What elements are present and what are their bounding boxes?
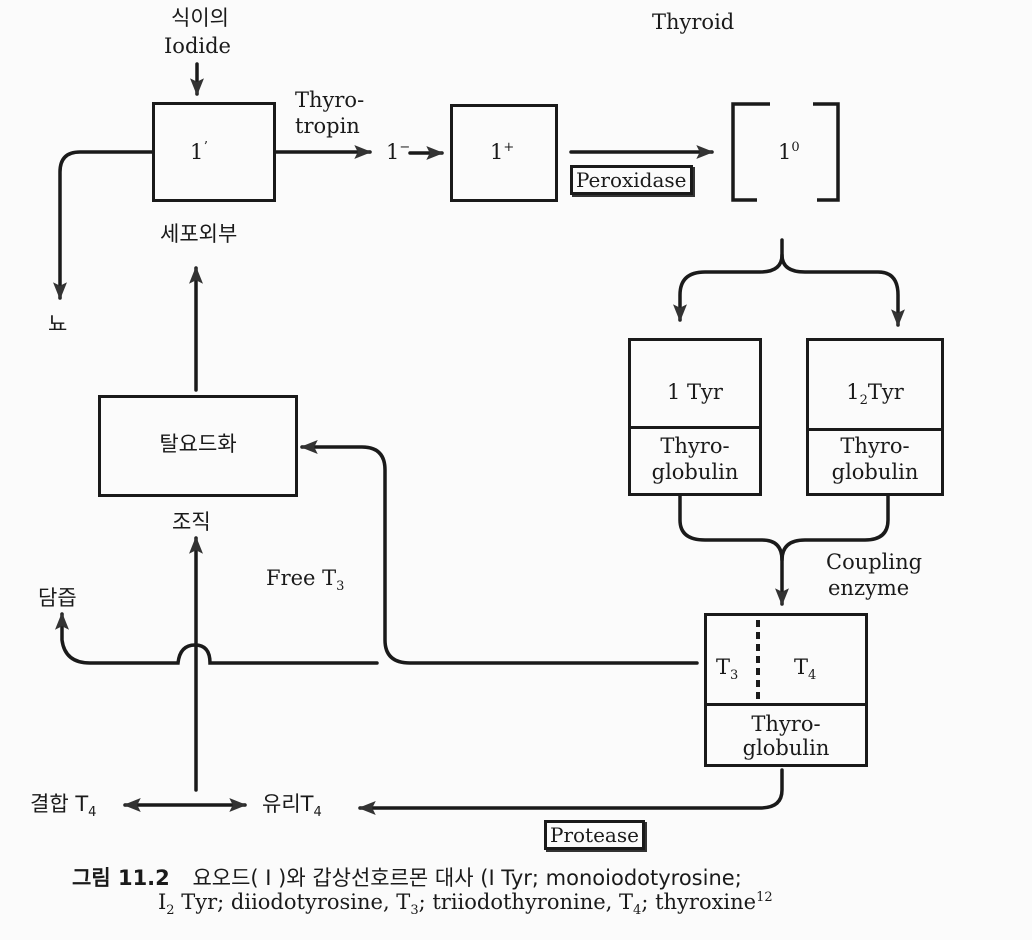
iodinium-label: 1+ (490, 140, 515, 164)
bile-label: 담즙 (38, 586, 77, 610)
arrow-split-mit (673, 238, 784, 322)
iodine-label: 10 (778, 140, 800, 164)
bound-t4-label: 결합 T4 (30, 792, 97, 821)
arrow-coupling-mit (678, 493, 784, 562)
dit-thyroglobulin-line2: globulin (831, 460, 919, 484)
dietary-iodide-label: 식이의 (160, 6, 240, 30)
t4-label: T4 (794, 655, 817, 684)
dit-thyroglobulin-line1: Thyro- (840, 434, 910, 458)
t3t4-thyroglobulin-line2: globulin (742, 736, 830, 760)
dietary-iodide-english: Iodide (164, 34, 231, 58)
dit-label: 12Tyr (846, 380, 904, 409)
thyrotropin-line1: Thyro- (295, 88, 365, 112)
bracket-right (813, 102, 840, 202)
protease-tag: Protease (544, 820, 645, 850)
free-t4-label: 유리T4 (262, 792, 322, 821)
mit-box (628, 338, 762, 496)
extracellular-caption: 세포외부 (160, 222, 238, 246)
thyroid-region-label: Thyroid (652, 10, 735, 34)
peroxidase-tag: Peroxidase (570, 165, 693, 195)
urine-label: 뇨 (48, 312, 68, 336)
mit-thyroglobulin-line1: Thyro- (660, 434, 730, 458)
t3-t4-divider-horizontal (704, 703, 868, 706)
t3-t4-thyroglobulin-box (704, 613, 868, 767)
figure-caption-line1: 그림 11.2 요오드( I )와 갑상선호르몬 대사 (I Tyr; mono… (72, 862, 742, 892)
free-t3-label: Free T3 (266, 566, 345, 595)
figure-caption-text: 요오드( I )와 갑상선호르몬 대사 (I Tyr; monoiodotyro… (192, 866, 742, 890)
arrow-split-dit (780, 253, 905, 327)
deiodination-label: 탈요드화 (159, 432, 237, 456)
tissue-label: 조직 (172, 510, 211, 534)
dietary-iodide-korean: 식이의 (171, 6, 229, 30)
t3t4-thyroglobulin-line1: Thyro- (751, 712, 821, 736)
mit-divider (628, 426, 762, 429)
line-to-bile (55, 612, 379, 665)
dit-box (806, 338, 944, 496)
arrow-protease (358, 768, 784, 815)
dit-divider (806, 428, 944, 431)
extracellular-iodide-label: 1ʼ (190, 140, 208, 164)
figure-label: 그림 11.2 (72, 866, 170, 890)
iodide-ion-label: 1− (386, 140, 411, 164)
deiodination-box (98, 395, 298, 497)
thyrotropin-line2: tropin (295, 114, 360, 138)
t3-label: T3 (716, 655, 739, 684)
arrow-coupling-dit (775, 493, 890, 606)
figure-caption-line2: I2 Tyr; diiodotyrosine, T3; triiodothyro… (158, 890, 773, 919)
mit-label: 1 Tyr (667, 380, 723, 404)
arrow-to-urine (53, 150, 154, 300)
coupling-enzyme-line2: enzyme (828, 576, 910, 600)
coupling-enzyme-line1: Coupling (826, 550, 923, 574)
mit-thyroglobulin-line2: globulin (651, 460, 739, 484)
iodinium-box (450, 104, 558, 202)
extracellular-iodide-box (152, 102, 276, 202)
bracket-left (731, 102, 770, 202)
arrow-free-t3 (300, 440, 699, 665)
